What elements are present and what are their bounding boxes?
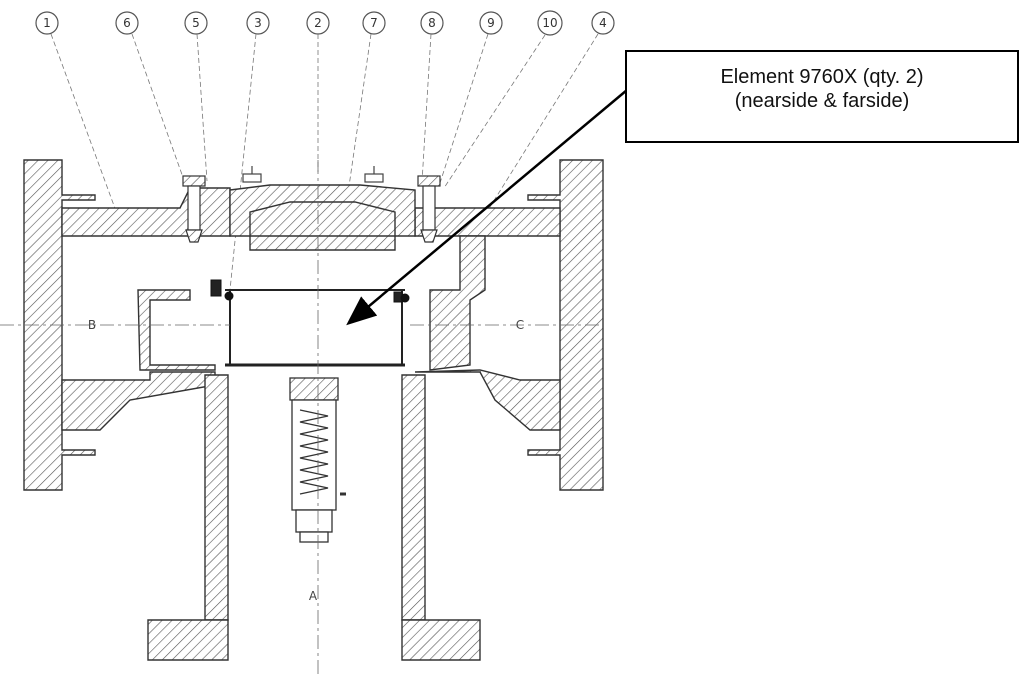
svg-text:8: 8 (428, 16, 436, 30)
outlet-wall-left (204, 374, 229, 621)
part-bubble-10: 10 (443, 10, 563, 189)
part-bubble-8: 8 (420, 11, 444, 183)
callout-line-1: Element 9760X (qty. 2) (720, 66, 924, 88)
svg-text:9: 9 (487, 16, 495, 30)
part-bubble-6: 6 (115, 11, 186, 184)
right-cavity-wall (429, 235, 486, 371)
svg-text:5: 5 (192, 16, 200, 30)
spring-assembly (289, 377, 346, 543)
part-bubble-1: 1 (35, 11, 121, 223)
bottom-flange (147, 619, 229, 661)
part-bubble-3: 3 (229, 11, 270, 291)
seals (210, 279, 410, 303)
lower-wall-right (414, 369, 561, 431)
top-studs (242, 166, 384, 183)
svg-text:4: 4 (599, 16, 607, 30)
right-bolt (417, 175, 441, 243)
callout-line-2: (nearside & farside) (734, 90, 910, 112)
svg-text:6: 6 (123, 16, 131, 30)
port-label-c: C (516, 318, 524, 332)
outlet-wall-right (401, 374, 426, 621)
callout-arrow (346, 89, 628, 326)
part-bubble-5: 5 (184, 11, 208, 182)
port-label-a: A (309, 589, 318, 603)
partition-left (137, 289, 216, 371)
svg-text:1: 1 (43, 16, 51, 30)
svg-text:2: 2 (314, 16, 322, 30)
element-callout-box: Element 9760X (qty. 2) (nearside & farsi… (625, 50, 1019, 143)
bottom-flange-right (401, 619, 481, 661)
center-lines (0, 160, 600, 676)
lower-wall-left (61, 371, 216, 431)
part-bubble-9: 9 (439, 11, 503, 184)
left-bolt (182, 175, 206, 243)
svg-text:7: 7 (370, 16, 378, 30)
part-bubble-7: 7 (344, 11, 386, 215)
plug-cap (249, 201, 396, 237)
svg-text:10: 10 (542, 16, 557, 30)
element-cartridge (225, 289, 405, 367)
part-bubble-2: 2 (306, 11, 330, 172)
svg-text:3: 3 (254, 16, 262, 30)
port-label-b: B (88, 318, 96, 332)
